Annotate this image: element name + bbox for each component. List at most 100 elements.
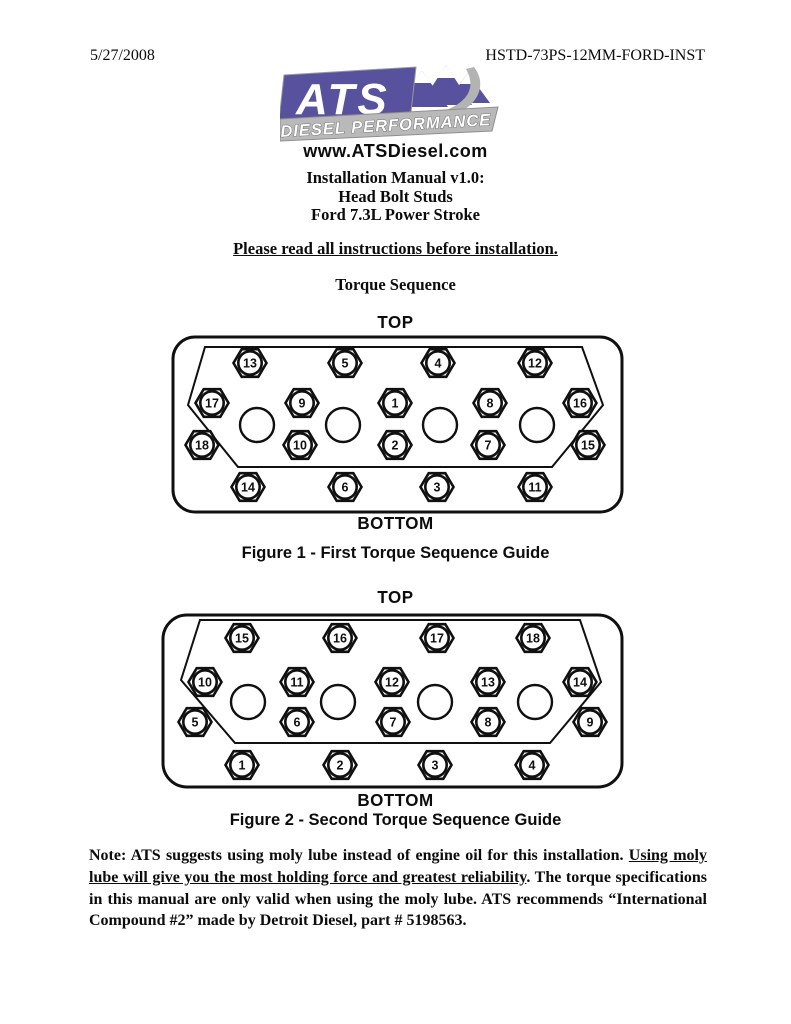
figure-2-bottom-label: BOTTOM [357, 790, 434, 811]
bolt-position-11: 11 [278, 666, 316, 698]
bolt-number: 11 [290, 676, 303, 690]
bolt-position-17: 17 [193, 387, 231, 419]
bolt-position-15: 15 [223, 622, 261, 654]
bolt-position-14: 14 [229, 471, 267, 503]
ats-logo: ATS DIESEL PERFORMANCE [279, 65, 499, 142]
bolt-position-8: 8 [471, 387, 509, 419]
bolt-number: 16 [573, 397, 587, 411]
figure-1-top-label: TOP [377, 312, 414, 333]
bolt-number: 12 [385, 676, 399, 690]
bolt-position-7: 7 [374, 706, 412, 738]
nut-washer [199, 390, 225, 416]
bolt-position-4: 4 [419, 347, 457, 379]
bolt-position-7: 7 [469, 429, 507, 461]
bolt-number: 8 [487, 397, 494, 411]
bolt-number: 6 [294, 716, 301, 730]
nut-washer [192, 669, 218, 695]
logo-band [279, 106, 499, 142]
cylinder-bore [319, 683, 357, 721]
cylinder-bore [516, 683, 554, 721]
bolt-position-13: 13 [231, 347, 269, 379]
nut-washer [235, 474, 261, 500]
nut-washer [520, 625, 546, 651]
note-prefix: Note: ATS suggests using moly lube inste… [89, 847, 629, 864]
bolt-number: 10 [293, 439, 307, 453]
head-outline [171, 335, 624, 514]
bolt-number: 16 [333, 632, 347, 646]
gasket-outline [179, 619, 603, 744]
bolt-position-1: 1 [376, 387, 414, 419]
bolt-position-8: 8 [469, 706, 507, 738]
bolt-number: 3 [432, 759, 439, 773]
bolt-position-10: 10 [281, 429, 319, 461]
nut-washer [229, 625, 255, 651]
bolt-position-2: 2 [321, 749, 359, 781]
bolt-number: 4 [435, 357, 442, 371]
cylinder-bore [324, 406, 362, 444]
bolt-position-6: 6 [326, 471, 364, 503]
nut-washer [182, 709, 208, 735]
nut-washer [284, 669, 310, 695]
bolt-position-18: 18 [183, 429, 221, 461]
nut-washer [379, 669, 405, 695]
bolt-number: 5 [342, 357, 349, 371]
bolt-number: 15 [581, 439, 595, 453]
nut-washer [567, 390, 593, 416]
bolt-number: 1 [392, 397, 399, 411]
bolt-number: 17 [430, 632, 444, 646]
bolt-number: 13 [481, 676, 495, 690]
bolt-position-17: 17 [418, 622, 456, 654]
cylinder-bore [416, 683, 454, 721]
bolt-position-4: 4 [513, 749, 551, 781]
moly-lube-note: Note: ATS suggests using moly lube inste… [89, 845, 707, 932]
bolt-number: 8 [485, 716, 492, 730]
nut-washer [229, 752, 255, 778]
torque-sequence-heading: Torque Sequence [335, 275, 456, 294]
cylinder-bore [421, 406, 459, 444]
nut-washer [332, 474, 358, 500]
header-doc-code: HSTD-73PS-12MM-FORD-INST [485, 47, 705, 64]
bolt-number: 5 [192, 716, 199, 730]
bolt-position-13: 13 [469, 666, 507, 698]
bolt-position-16: 16 [321, 622, 359, 654]
bolt-number: 4 [529, 759, 536, 773]
nut-washer [327, 625, 353, 651]
bolt-position-5: 5 [176, 706, 214, 738]
bolt-number: 17 [205, 397, 219, 411]
bolt-number: 18 [526, 632, 540, 646]
bolt-number: 9 [299, 397, 306, 411]
nut-washer [289, 390, 315, 416]
title-line-2: Head Bolt Studs [338, 186, 453, 206]
nut-washer [519, 752, 545, 778]
bolt-position-18: 18 [514, 622, 552, 654]
bolt-number: 14 [573, 676, 587, 690]
title-line-3: Ford 7.3L Power Stroke [311, 205, 480, 224]
nut-washer [382, 432, 408, 458]
bolt-number: 2 [337, 759, 344, 773]
title-block: Installation Manual v1.0: Head Bolt Stud… [0, 168, 791, 225]
nut-washer [189, 432, 215, 458]
nut-washer [380, 709, 406, 735]
bolt-position-12: 12 [373, 666, 411, 698]
bolt-number: 18 [195, 439, 209, 453]
bolt-position-12: 12 [516, 347, 554, 379]
nut-washer [424, 474, 450, 500]
bolt-number: 1 [239, 759, 246, 773]
bolt-number: 13 [243, 357, 257, 371]
bolt-position-1: 1 [223, 749, 261, 781]
nut-washer [477, 390, 503, 416]
bolt-number: 11 [528, 481, 541, 495]
note-suffix: . The torque specifications in this manu… [89, 868, 708, 930]
nut-washer [522, 350, 548, 376]
nut-washer [327, 752, 353, 778]
bolt-number: 12 [528, 357, 542, 371]
title-line-1: Installation Manual v1.0: [306, 168, 485, 187]
bolt-number: 2 [392, 439, 399, 453]
bolt-position-14: 14 [561, 666, 599, 698]
bolt-position-9: 9 [283, 387, 321, 419]
